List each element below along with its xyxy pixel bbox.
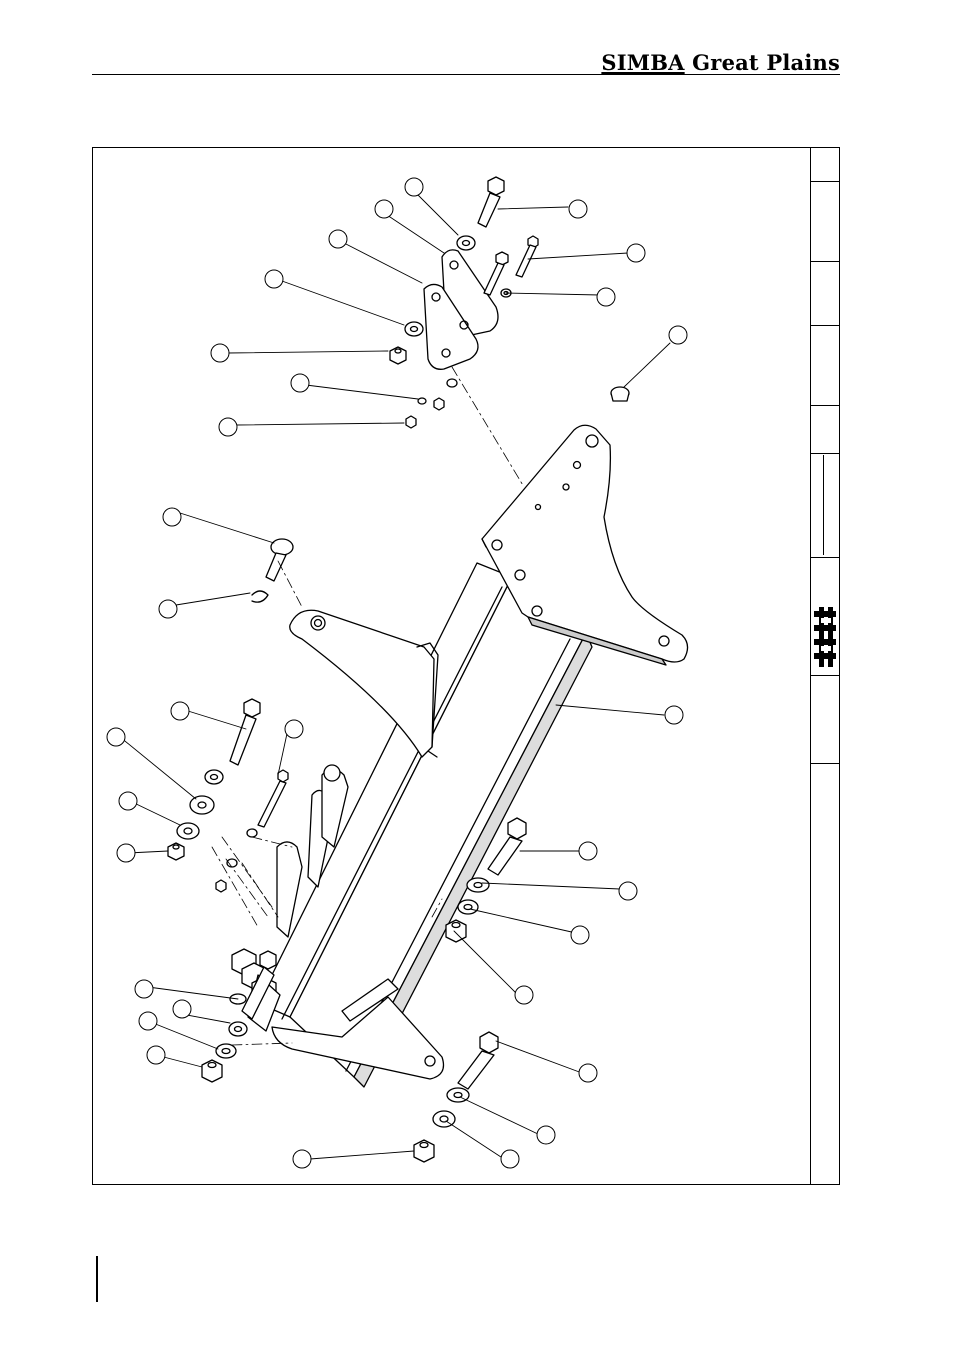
- upper-left-bracket: [290, 610, 438, 757]
- page-edge-marker: [96, 1256, 98, 1302]
- top-link-plates: [424, 250, 498, 369]
- title-block-divider: [811, 557, 840, 558]
- title-block-divider: [811, 325, 840, 326]
- title-block-divider: [811, 261, 840, 262]
- company-logo-mark-icon: [811, 605, 841, 675]
- title-block: [810, 147, 840, 1185]
- title-block-divider: [811, 405, 840, 406]
- brand-great-plains: Great Plains: [685, 50, 840, 75]
- brand-title: SIMBA Great Plains: [601, 50, 840, 75]
- parts-drawing: [92, 147, 810, 1185]
- title-block-divider: [811, 453, 840, 454]
- brand-simba: SIMBA: [601, 50, 684, 75]
- title-block-divider: [811, 675, 840, 676]
- title-block-inner-line: [823, 455, 824, 555]
- title-block-divider: [811, 181, 840, 182]
- title-block-divider: [811, 763, 840, 764]
